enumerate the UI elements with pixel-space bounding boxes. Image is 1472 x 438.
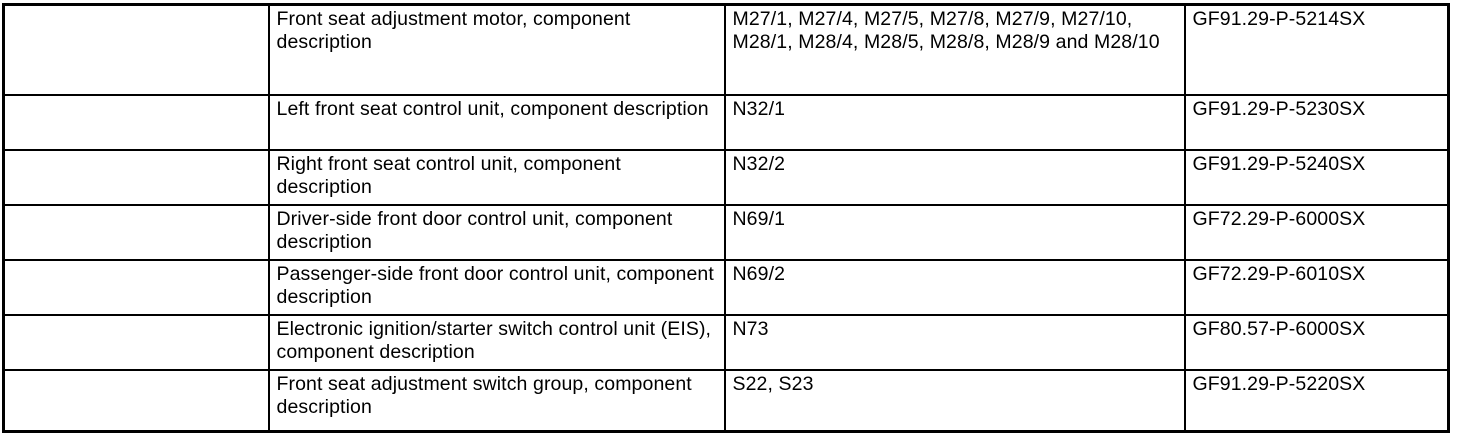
reference-cell: GF91.29-P-5220SX: [1183, 369, 1450, 433]
components-cell: N69/1: [723, 204, 1186, 261]
empty-cell: [2, 369, 270, 433]
components-cell: S22, S23: [723, 369, 1186, 433]
description-cell: Left front seat control unit, component …: [267, 94, 726, 151]
reference-cell: GF72.29-P-6010SX: [1183, 259, 1450, 316]
description-cell: Driver-side front door control unit, com…: [267, 204, 726, 261]
components-cell: N32/2: [723, 149, 1186, 206]
reference-cell: GF80.57-P-6000SX: [1183, 314, 1450, 371]
empty-cell: [2, 314, 270, 371]
description-cell: Right front seat control unit, component…: [267, 149, 726, 206]
description-cell: Electronic ignition/starter switch contr…: [267, 314, 726, 371]
table-row: Electronic ignition/starter switch contr…: [2, 314, 1450, 371]
component-reference-table: Front seat adjustment motor, component d…: [2, 3, 1450, 433]
components-cell: N69/2: [723, 259, 1186, 316]
description-cell: Passenger-side front door control unit, …: [267, 259, 726, 316]
table-row: Passenger-side front door control unit, …: [2, 259, 1450, 316]
reference-cell: GF72.29-P-6000SX: [1183, 204, 1450, 261]
empty-cell: [2, 259, 270, 316]
table-row: Front seat adjustment motor, component d…: [2, 3, 1450, 96]
components-cell: N32/1: [723, 94, 1186, 151]
reference-cell: GF91.29-P-5230SX: [1183, 94, 1450, 151]
components-cell: M27/1, M27/4, M27/5, M27/8, M27/9, M27/1…: [723, 3, 1186, 96]
table-row: Driver-side front door control unit, com…: [2, 204, 1450, 261]
empty-cell: [2, 204, 270, 261]
components-cell: N73: [723, 314, 1186, 371]
reference-cell: GF91.29-P-5240SX: [1183, 149, 1450, 206]
empty-cell: [2, 94, 270, 151]
empty-cell: [2, 149, 270, 206]
reference-cell: GF91.29-P-5214SX: [1183, 3, 1450, 96]
description-cell: Front seat adjustment switch group, comp…: [267, 369, 726, 433]
table-row: Left front seat control unit, component …: [2, 94, 1450, 151]
empty-cell: [2, 3, 270, 96]
table-row: Right front seat control unit, component…: [2, 149, 1450, 206]
description-cell: Front seat adjustment motor, component d…: [267, 3, 726, 96]
table-row: Front seat adjustment switch group, comp…: [2, 369, 1450, 433]
